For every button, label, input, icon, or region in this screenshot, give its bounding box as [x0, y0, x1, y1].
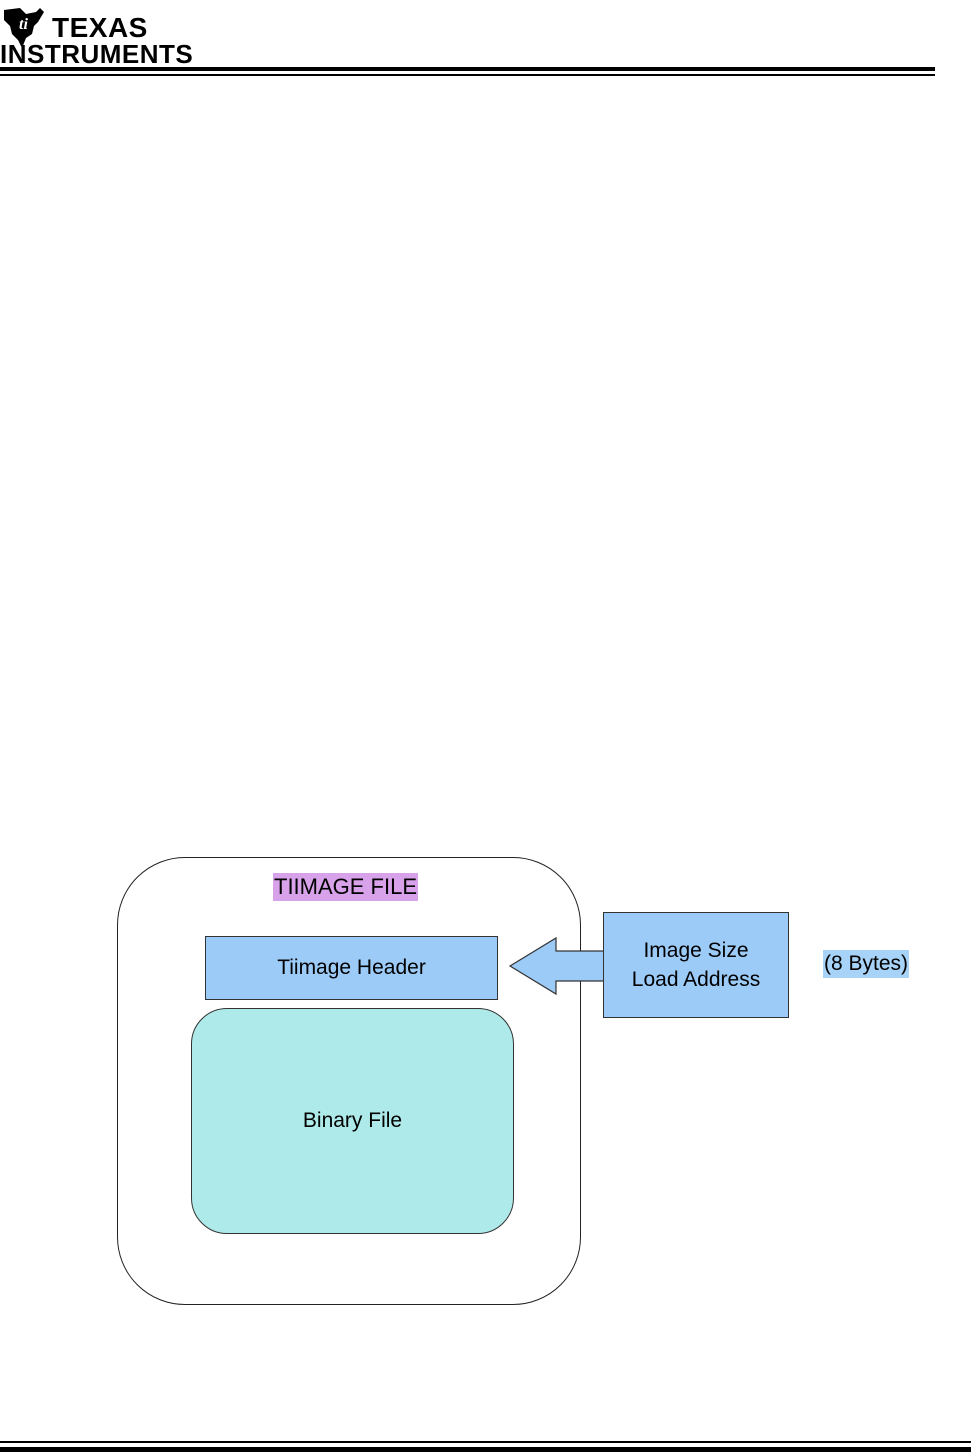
image-size-load-address-box: Image Size Load Address	[603, 912, 789, 1018]
ti-logo-icon: ti	[4, 8, 44, 48]
texas-instruments-logo: ti TEXAS INSTRUMENTS	[0, 4, 200, 68]
header-rule-thin	[0, 74, 935, 76]
size-note-label: (8 Bytes)	[823, 950, 910, 978]
binary-file-box: Binary File	[191, 1008, 514, 1234]
footer-rule-thin	[0, 1441, 971, 1443]
logo-text-line1: TEXAS	[52, 12, 148, 43]
logo-text-line2: INSTRUMENTS	[0, 39, 194, 69]
binary-file-label: Binary File	[302, 1109, 403, 1132]
header-rule-thick	[0, 67, 935, 71]
tiimage-header-box: Tiimage Header	[205, 936, 498, 1000]
info-line-image-size: Image Size	[643, 939, 749, 962]
tiimage-header-label: Tiimage Header	[277, 956, 426, 979]
tiimage-file-label: TIIMAGE FILE	[273, 873, 419, 901]
left-arrow-icon	[508, 936, 606, 996]
footer-rule-thick	[0, 1447, 971, 1452]
svg-text:ti: ti	[19, 16, 28, 33]
info-line-load-address: Load Address	[631, 968, 761, 991]
